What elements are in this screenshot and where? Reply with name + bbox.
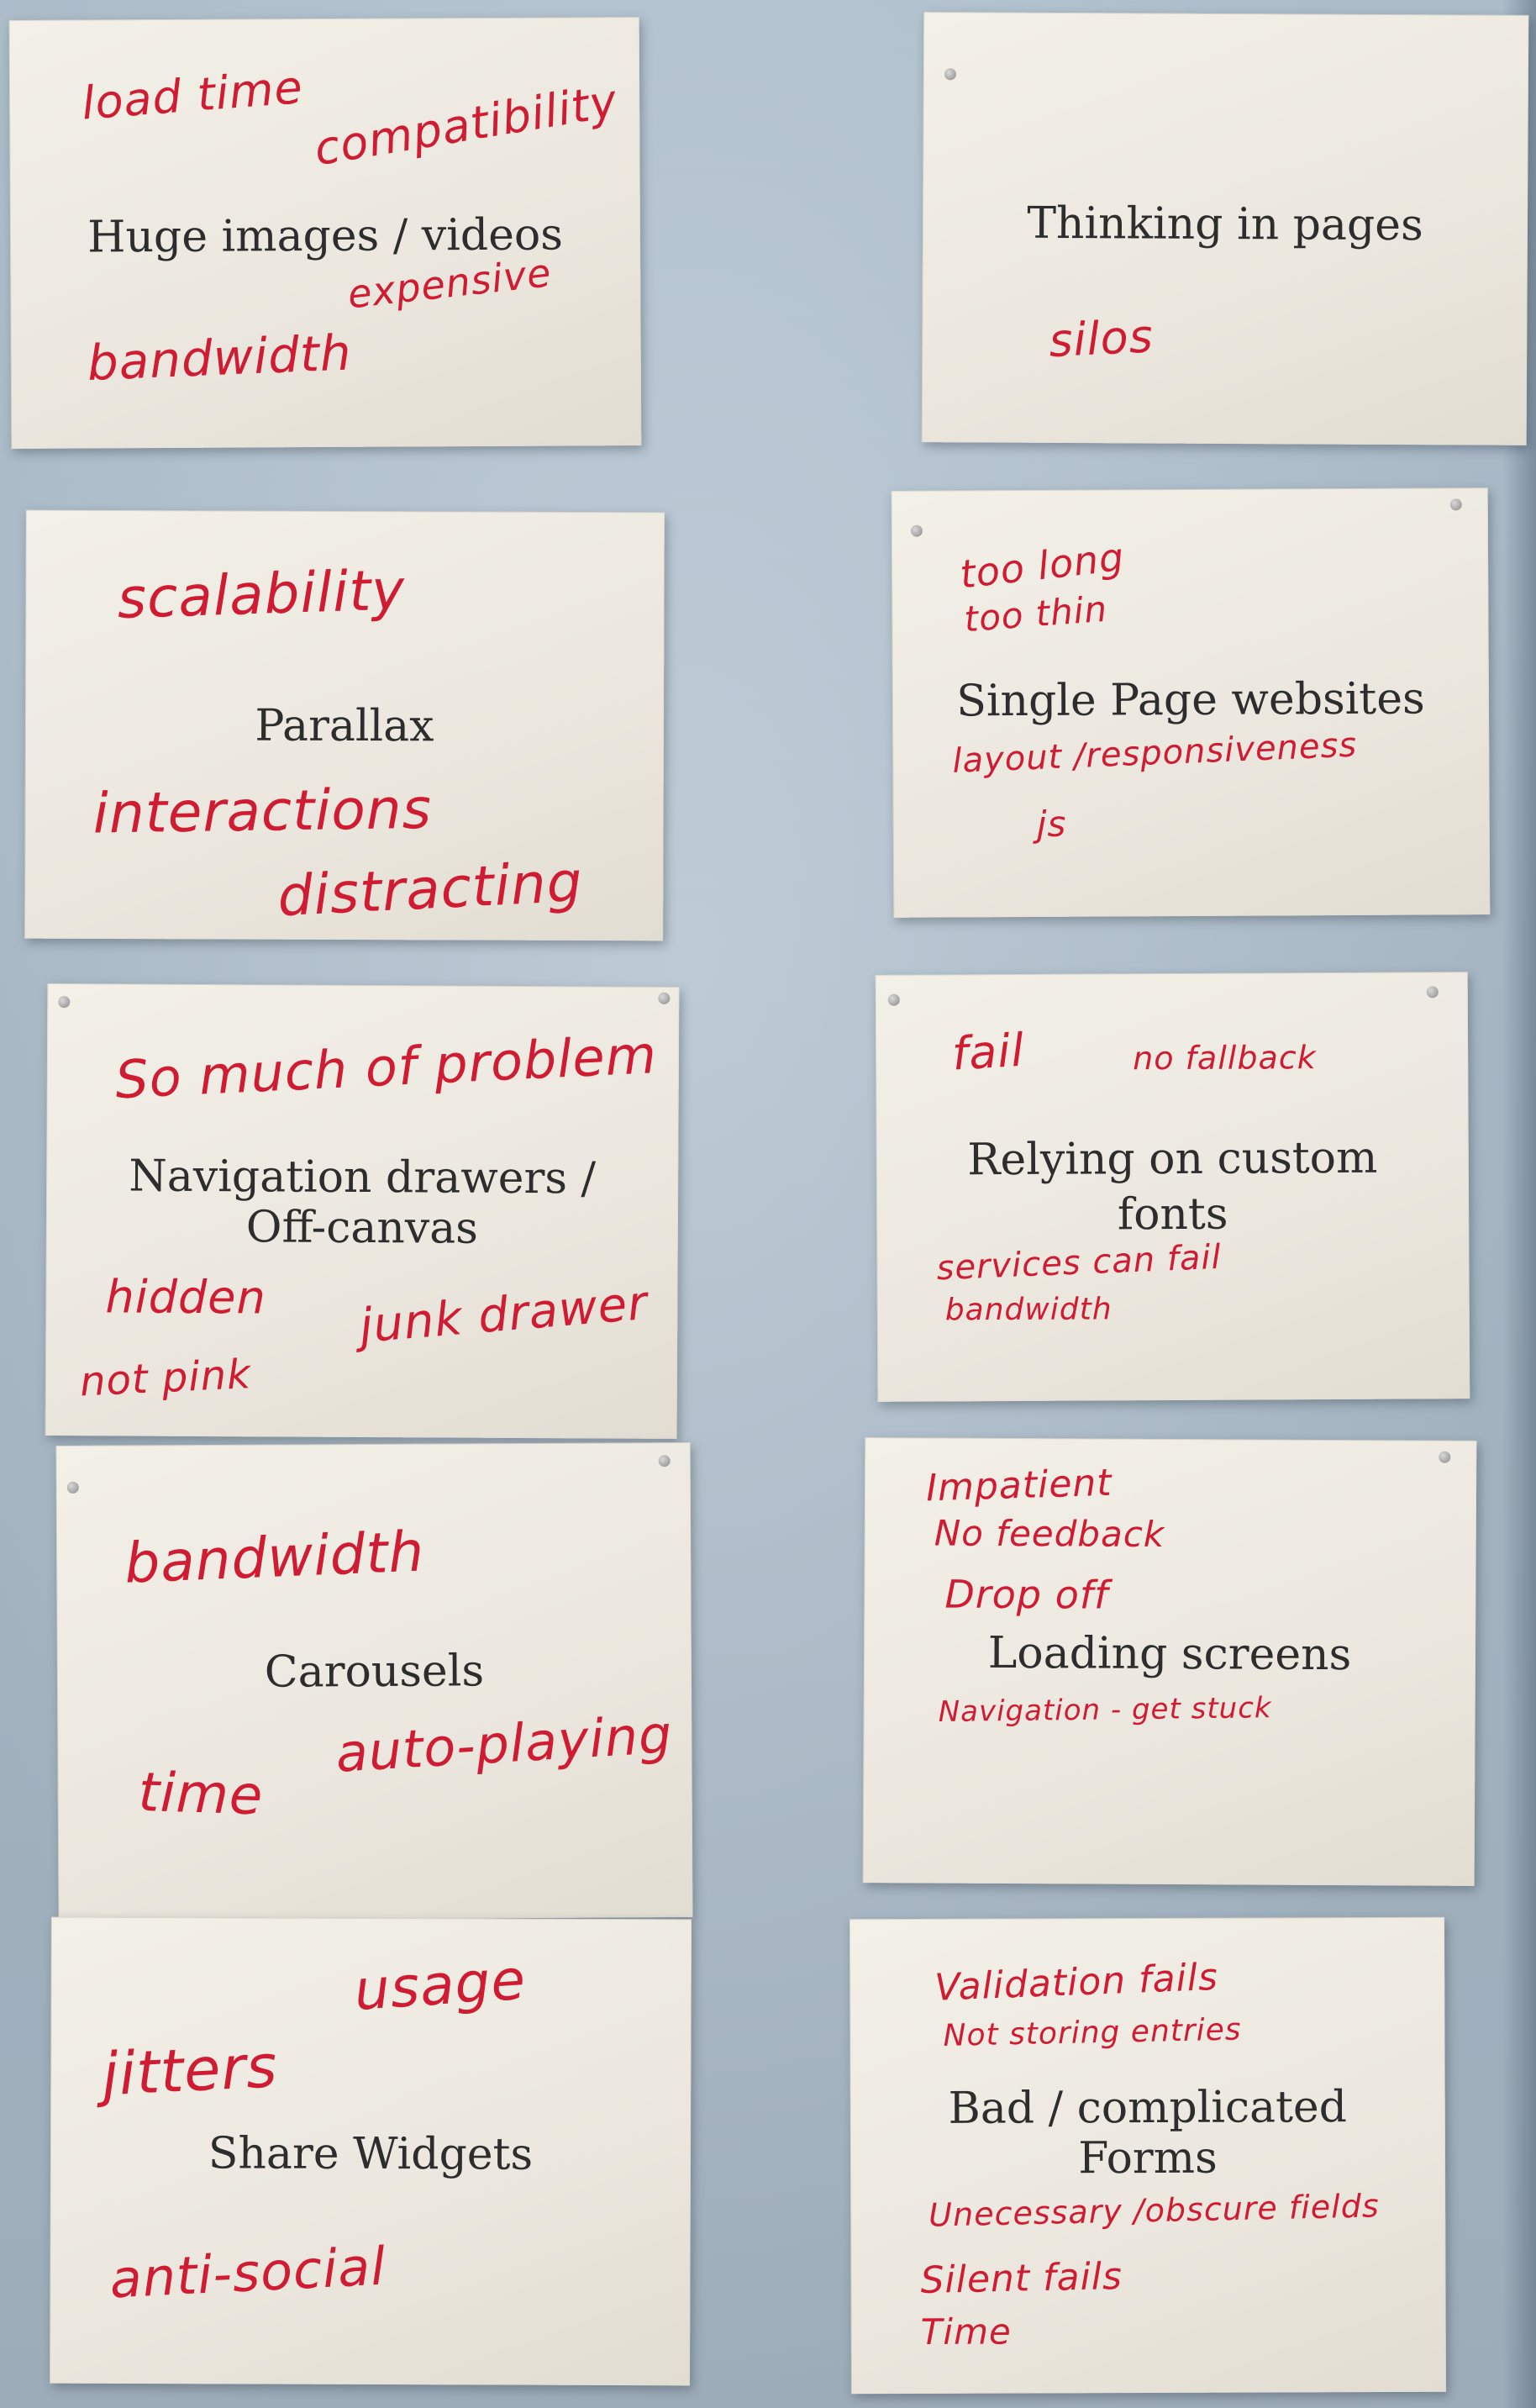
- paper-title-line-1: Bad / complicated: [948, 2082, 1348, 2134]
- note: interactions: [92, 776, 433, 846]
- note: Not storing entries: [943, 2012, 1243, 2053]
- note: usage: [352, 1947, 529, 2023]
- note: Unecessary /obscure fields: [928, 2187, 1381, 2234]
- paper-complicated-forms: Bad / complicated Forms Validation fails…: [850, 1916, 1446, 2395]
- paper-navigation-drawers: Navigation drawers / Off-canvas So much …: [45, 983, 680, 1439]
- paper-title-line-2: Forms: [1078, 2132, 1218, 2184]
- note: Silent fails: [920, 2255, 1123, 2303]
- note: scalability: [116, 557, 407, 632]
- note: services can fail: [935, 1237, 1223, 1288]
- pushpin-icon: [1426, 986, 1439, 999]
- paper-title: Carousels: [264, 1646, 485, 1698]
- paper-parallax: Parallax scalability interactions distra…: [24, 509, 665, 941]
- pushpin-icon: [910, 524, 923, 537]
- pushpin-icon: [1439, 1451, 1451, 1463]
- pushpin-icon: [58, 996, 71, 1009]
- note: not pink: [78, 1351, 253, 1406]
- paper-carousels: Carousels bandwidth auto-playing time: [55, 1442, 693, 1921]
- note: Navigation - get stuck: [938, 1691, 1272, 1730]
- paper-title-line-2: Off-canvas: [245, 1202, 479, 1254]
- paper-title: Share Widgets: [208, 2128, 534, 2180]
- pushpin-icon: [1449, 498, 1462, 511]
- note: distracting: [276, 849, 585, 930]
- note: hidden: [105, 1270, 266, 1325]
- note: time: [137, 1761, 265, 1828]
- paper-title: Loading screens: [987, 1627, 1352, 1681]
- note: Drop off: [944, 1571, 1109, 1618]
- note: too thin: [962, 588, 1109, 640]
- note: junk drawer: [357, 1275, 650, 1354]
- pushpin-icon: [887, 993, 900, 1006]
- note: fail: [950, 1023, 1027, 1081]
- paper-huge-images: Huge images / videos load time compatibi…: [8, 17, 642, 449]
- note: bandwidth: [123, 1519, 426, 1596]
- note: Validation fails: [934, 1955, 1219, 2010]
- note: bandwidth: [944, 1292, 1113, 1328]
- paper-thinking-in-pages: Thinking in pages silos: [921, 12, 1529, 445]
- paper-custom-fonts: Relying on custom fonts fail no fallback…: [875, 972, 1470, 1402]
- pushpin-icon: [658, 1455, 671, 1467]
- note: js: [1036, 803, 1067, 845]
- pushpin-icon: [944, 68, 956, 81]
- paper-title: Single Page websites: [956, 673, 1425, 727]
- paper-share-widgets: Share Widgets usage jitters anti-social: [50, 1916, 692, 2386]
- paper-loading-screens: Loading screens Impatient No feedback Dr…: [862, 1437, 1477, 1886]
- note: bandwidth: [86, 324, 353, 392]
- paper-title-line-1: Relying on custom: [967, 1132, 1378, 1186]
- pushpin-icon: [658, 992, 671, 1004]
- note: no fallback: [1133, 1039, 1317, 1078]
- note: No feedback: [934, 1512, 1165, 1555]
- note: So much of problem: [113, 1023, 659, 1111]
- note: auto-playing: [334, 1703, 675, 1784]
- note: anti-social: [108, 2235, 388, 2311]
- paper-title-line-2: fonts: [1117, 1188, 1228, 1241]
- note: load time: [80, 61, 305, 130]
- paper-title: Parallax: [255, 700, 434, 752]
- note: jitters: [100, 2031, 280, 2110]
- note: Time: [920, 2311, 1012, 2353]
- note: layout /responsiveness: [951, 725, 1359, 781]
- note: silos: [1047, 309, 1155, 368]
- paper-single-page-websites: Single Page websites too long too thin l…: [891, 487, 1491, 918]
- pushpin-icon: [66, 1481, 79, 1494]
- paper-title: Thinking in pages: [1027, 198, 1423, 251]
- note: compatibility: [310, 74, 622, 177]
- note: Impatient: [925, 1461, 1113, 1510]
- paper-title-line-1: Navigation drawers /: [129, 1151, 597, 1204]
